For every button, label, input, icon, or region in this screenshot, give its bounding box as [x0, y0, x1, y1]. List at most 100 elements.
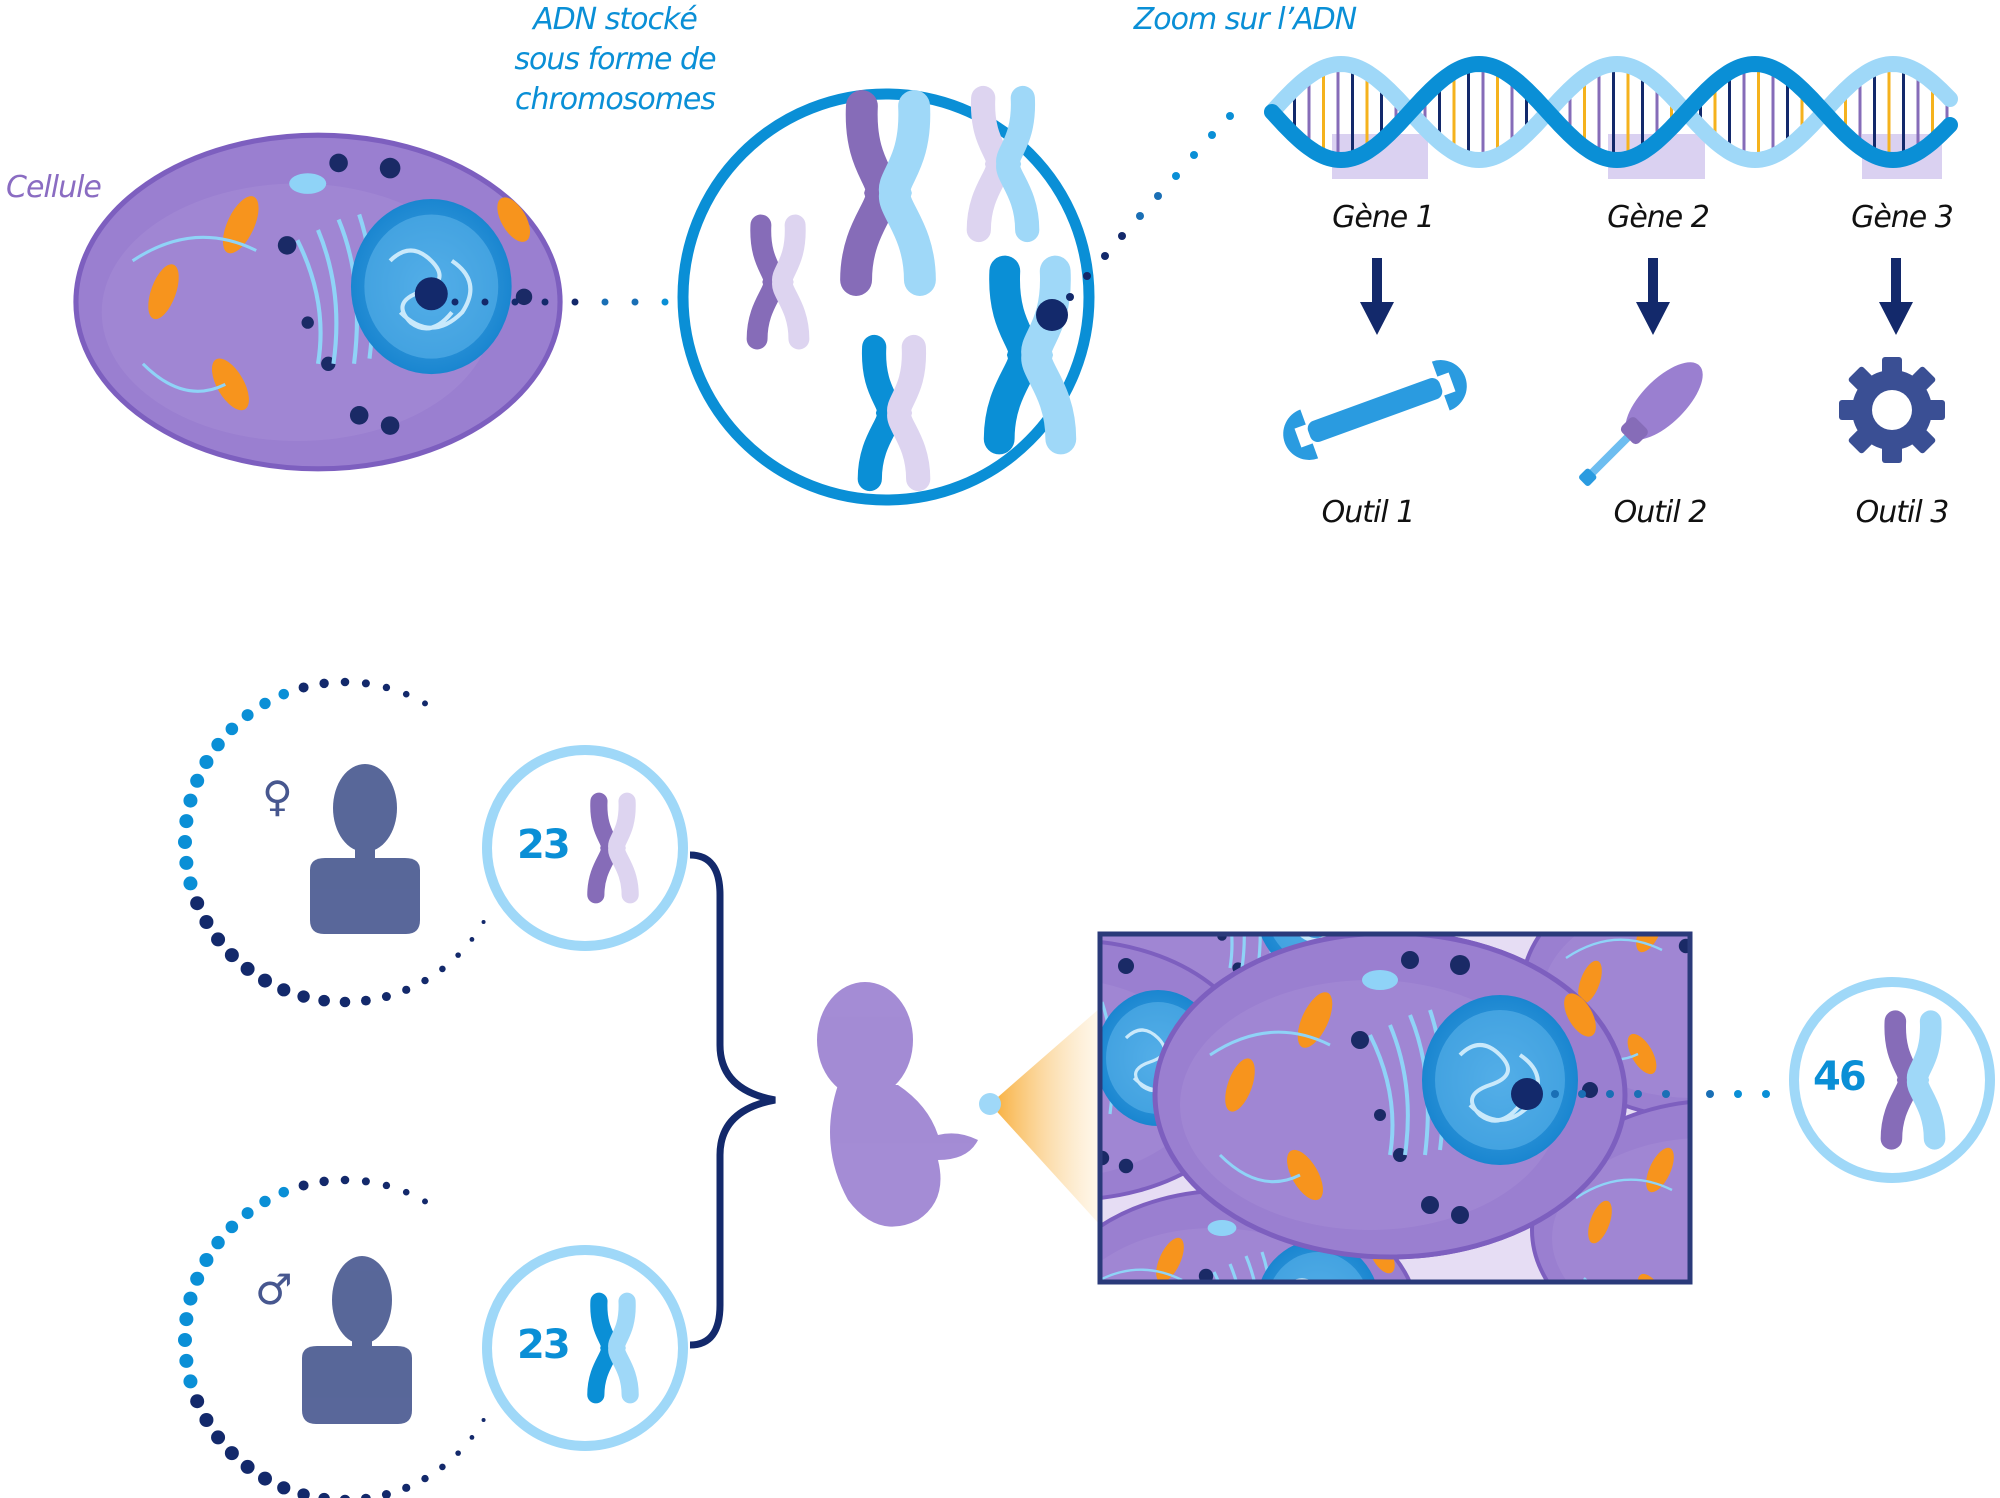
ring-dot — [190, 773, 205, 788]
ring-dot — [199, 1413, 214, 1427]
ring-dot — [361, 1493, 371, 1498]
ring-dot — [224, 948, 239, 963]
chromosome-zoom-circle — [677, 88, 1095, 506]
ring-dot — [241, 1207, 254, 1220]
male-chromosome-count: 23 — [517, 1322, 571, 1368]
ring-dot — [340, 1494, 350, 1498]
ring-dot — [439, 1463, 446, 1471]
chromosomes-label-line: ADN stocké — [533, 2, 698, 37]
ring-dot — [190, 1394, 205, 1409]
ring-dot — [225, 722, 239, 736]
ring-dot — [258, 973, 272, 988]
female-chromosome-count: 23 — [517, 822, 571, 868]
ring-dot — [381, 992, 391, 1002]
ring-dot — [224, 1446, 239, 1461]
ring-dot — [278, 688, 290, 700]
ring-dot — [178, 1333, 192, 1347]
dotted-connector — [1066, 112, 1234, 301]
ring-dot — [439, 965, 446, 973]
ring-dot — [183, 876, 198, 891]
male-symbol-icon: ♂ — [255, 1265, 293, 1314]
ring-dot — [297, 1488, 310, 1498]
tool-label: Outil 2 — [1613, 495, 1708, 530]
wrench-icon — [1283, 360, 1467, 460]
ring-dot — [455, 952, 461, 958]
ring-dot — [179, 855, 194, 870]
zoom-beam — [990, 1008, 1100, 1225]
dotted-connector — [1551, 1090, 1770, 1098]
ring-dot — [277, 983, 291, 997]
screwdriver-icon — [1579, 362, 1703, 486]
ring-dot — [402, 1483, 411, 1492]
ring-dot — [422, 700, 428, 707]
cell-label: Cellule — [6, 170, 102, 205]
tool-label: Outil 1 — [1321, 495, 1416, 530]
ring-dot — [298, 1180, 309, 1191]
ring-dot — [278, 1186, 290, 1198]
curly-brace — [689, 851, 776, 1349]
ring-dot — [361, 1177, 370, 1186]
dna-strand — [1264, 55, 1958, 169]
gene-arrows — [1360, 258, 1913, 335]
ring-dot — [318, 1492, 330, 1498]
ring-dot — [183, 1291, 198, 1306]
ring-dot — [179, 1312, 194, 1327]
ring-dot — [211, 1235, 225, 1250]
female-dotted-circle — [178, 677, 486, 1008]
ring-dot — [211, 1430, 226, 1445]
male-dotted-circle — [178, 1175, 486, 1498]
ring-dot — [319, 1176, 329, 1187]
ring-dot — [199, 915, 214, 929]
ring-dot — [360, 995, 371, 1006]
dna-strand — [1264, 55, 1958, 169]
embryo-illustration — [817, 982, 978, 1227]
female-person-icon — [310, 764, 420, 934]
ring-dot — [319, 678, 329, 689]
ring-dot — [469, 1435, 475, 1440]
dna-helix — [1264, 55, 1958, 179]
ring-dot — [402, 985, 411, 994]
ring-dot — [241, 709, 254, 722]
ring-dot — [455, 1450, 461, 1456]
ring-dot — [469, 937, 475, 942]
ring-dot — [382, 1181, 391, 1190]
male-chromosome-circle — [482, 1245, 688, 1451]
ring-dot — [199, 755, 214, 769]
ring-dot — [277, 1481, 291, 1495]
ring-dot — [402, 1188, 410, 1196]
tissue-frame-border — [1097, 931, 1693, 1285]
ring-dot — [318, 994, 330, 1007]
ring-dot — [190, 896, 205, 911]
offspring-chromosome-circle — [1789, 977, 1995, 1183]
ring-dot — [422, 1198, 428, 1205]
chromosomes-label: ADN stocké sous forme de chromosomes — [480, 0, 750, 120]
ring-dot — [258, 1471, 272, 1486]
ring-dot — [402, 690, 410, 698]
ring-dot — [183, 1374, 198, 1389]
ring-dot — [421, 976, 429, 985]
ring-dot — [340, 677, 350, 687]
ring-dot — [179, 1353, 194, 1368]
ring-dot — [481, 1418, 486, 1422]
ring-dot — [190, 1271, 205, 1286]
ring-dot — [178, 835, 192, 849]
gear-icon — [1839, 357, 1945, 463]
tissue-frame — [1100, 934, 1690, 1282]
ring-dot — [240, 1459, 255, 1474]
ring-dot — [339, 996, 351, 1008]
dotted-connector — [451, 298, 669, 306]
ring-dot — [298, 682, 309, 693]
ring-dot — [340, 1175, 350, 1185]
ring-dot — [421, 1474, 429, 1483]
ring-dot — [183, 793, 198, 808]
ring-dot — [199, 1253, 214, 1267]
cell-illustration — [76, 135, 560, 469]
dna-zoom-label: Zoom sur l’ADN — [1133, 2, 1357, 37]
gene-label: Gène 3 — [1851, 200, 1954, 235]
ring-dot — [211, 737, 225, 752]
male-person-icon — [302, 1256, 412, 1424]
ring-dot — [297, 990, 310, 1003]
ring-dot — [179, 814, 194, 829]
